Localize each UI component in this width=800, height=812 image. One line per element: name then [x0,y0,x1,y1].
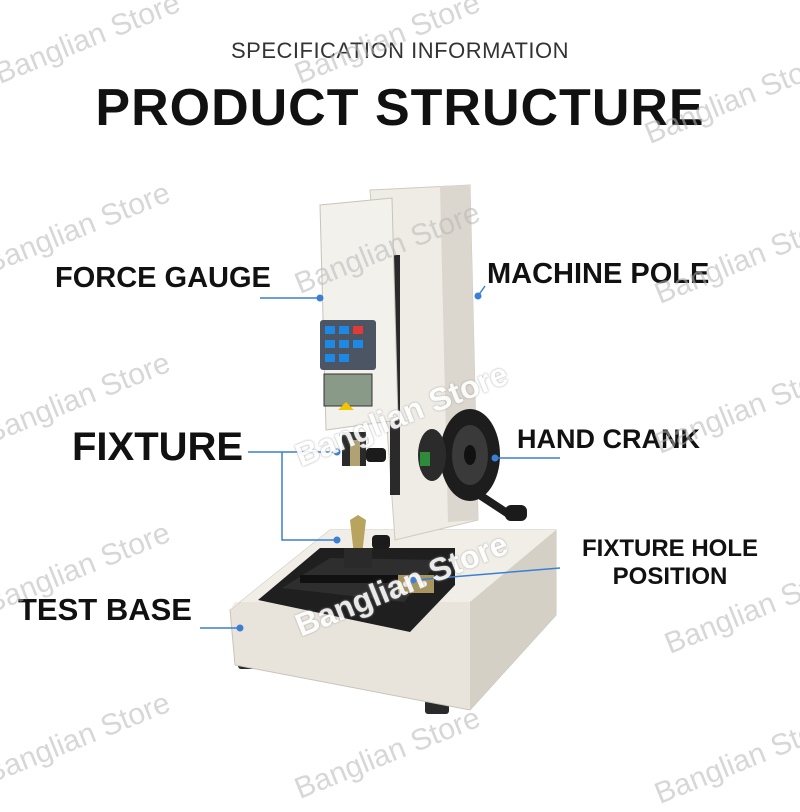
page-title: PRODUCT STRUCTURE [95,79,705,137]
callout-fixture-hole [414,567,561,581]
label-test-base: TEST BASE [18,592,192,627]
plate-slot [300,575,410,583]
label-machine-pole: MACHINE POLE [487,258,710,290]
label-fixture-hole-line1: FIXTURE HOLE [581,535,758,562]
warning-sign [338,402,354,410]
label-fixture: FIXTURE [72,425,244,469]
lower-fixture [350,515,366,555]
label-fixture-hole-line2: POSITION [612,563,728,590]
callout-lines [200,285,561,629]
fixture-hole-1 [403,581,409,587]
crank-hub [418,429,446,481]
crank-arm [469,486,513,519]
fixture-hole-2 [421,581,427,587]
label-force-gauge: FORCE GAUGE [55,262,271,294]
force-gauge-display [323,373,373,407]
label-hand-crank: HAND CRANK [517,424,700,454]
spec-info-subtitle: SPECIFICATION INFORMATION [230,38,570,63]
label-fixture-hole-position: FIXTURE HOLE POSITION [565,535,775,591]
test-base-side [470,530,556,710]
callout-fixture-lower [281,452,335,541]
crank-handle [505,505,527,521]
crank-lock [420,452,430,466]
